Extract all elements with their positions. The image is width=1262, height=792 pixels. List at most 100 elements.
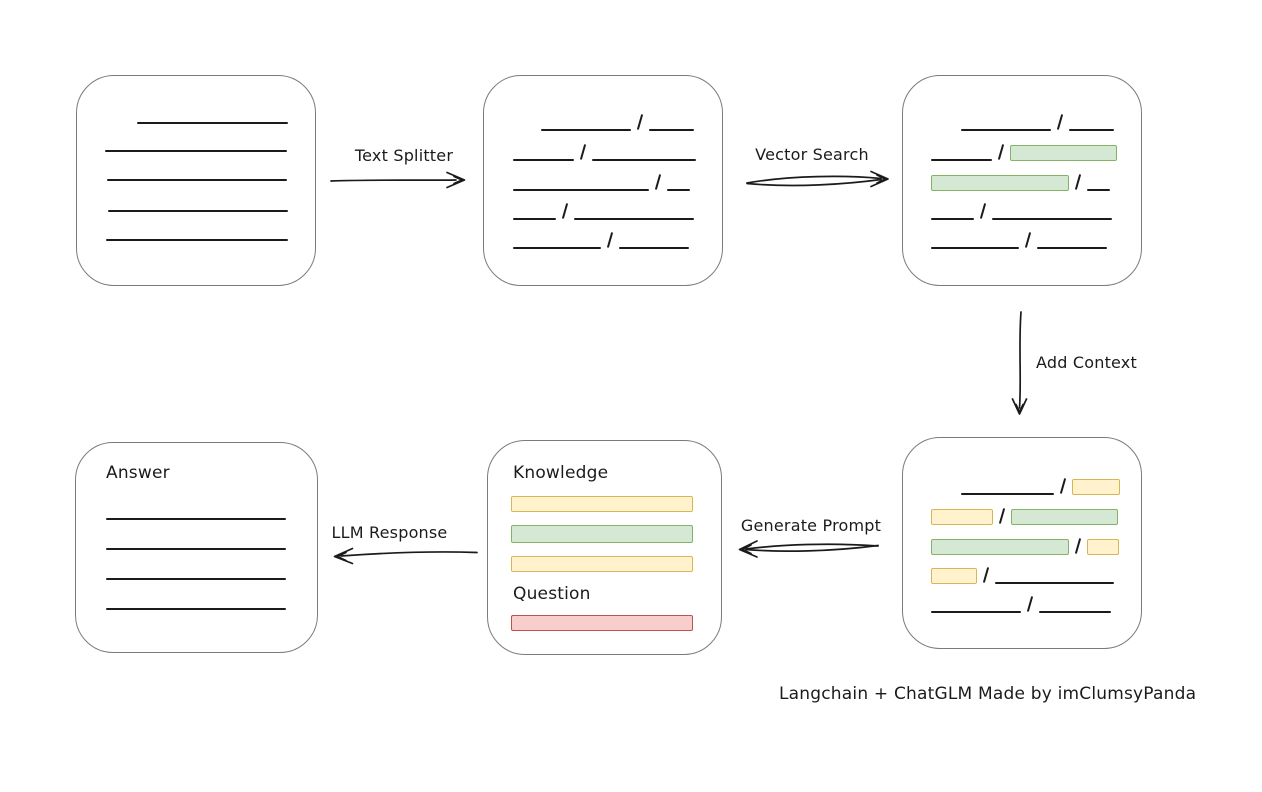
text-line	[105, 150, 287, 152]
segment-row	[961, 113, 1114, 131]
segment-row	[106, 502, 286, 520]
prompt-box: Knowledge Question	[487, 440, 722, 655]
split-text-box	[483, 75, 723, 286]
text-line	[995, 582, 1114, 584]
segment-row	[513, 231, 689, 249]
credit-caption: Langchain + ChatGLM Made by imClumsyPand…	[779, 684, 1197, 704]
text-line	[1069, 129, 1114, 131]
text-line	[931, 159, 992, 161]
slash-separator	[1056, 113, 1064, 131]
segment-row	[108, 194, 288, 212]
segment-row	[107, 163, 287, 181]
generate-prompt-label: Generate Prompt	[740, 516, 882, 535]
slash-separator	[636, 113, 644, 131]
text-line	[1037, 247, 1107, 249]
segment-row	[106, 223, 288, 241]
text-line	[513, 247, 601, 249]
text-line	[649, 129, 694, 131]
green-highlight-chip	[1010, 145, 1117, 161]
segment-row	[106, 562, 286, 580]
context-prompt-box	[902, 437, 1142, 649]
slash-separator	[998, 507, 1006, 525]
slash-separator	[1026, 595, 1034, 613]
segment-row	[106, 532, 286, 550]
text-line	[931, 218, 974, 220]
add-context-arrow	[1011, 311, 1028, 415]
text-line	[106, 578, 286, 580]
segment-row	[513, 202, 694, 220]
text-line	[106, 239, 288, 241]
text-line	[107, 179, 287, 181]
slash-separator	[561, 202, 569, 220]
segment-row	[105, 134, 287, 152]
segment-row	[513, 173, 690, 191]
source-document-box	[76, 75, 316, 286]
text-line	[961, 129, 1051, 131]
segment-row	[106, 592, 286, 610]
segment-row	[513, 143, 696, 161]
question-label: Question	[513, 584, 591, 604]
llm-response-arrow	[333, 547, 478, 565]
yellow-highlight-bar	[511, 556, 693, 572]
answer-label: Answer	[106, 463, 170, 483]
text-splitter-arrow	[330, 171, 466, 189]
green-highlight-chip	[1011, 509, 1118, 525]
yellow-highlight-chip	[931, 509, 993, 525]
segment-row	[931, 566, 1114, 584]
generate-prompt-arrow	[738, 540, 879, 558]
text-line	[574, 218, 694, 220]
slash-separator	[606, 231, 614, 249]
slash-separator	[1024, 231, 1032, 249]
green-highlight-bar	[511, 525, 693, 543]
text-line	[513, 218, 556, 220]
text-line	[137, 122, 288, 124]
segment-row	[931, 537, 1119, 555]
slash-separator	[997, 143, 1005, 161]
text-line	[108, 210, 288, 212]
text-line	[106, 608, 286, 610]
text-line	[513, 159, 574, 161]
llm-response-label: LLM Response	[331, 523, 448, 542]
slash-separator	[1059, 477, 1067, 495]
green-highlight-chip	[931, 539, 1069, 555]
slash-separator	[979, 202, 987, 220]
yellow-highlight-bar	[511, 496, 693, 512]
vector-search-arrow	[746, 170, 889, 188]
text-line	[1087, 189, 1110, 191]
segment-row	[541, 113, 694, 131]
slash-separator	[654, 173, 662, 191]
add-context-label: Add Context	[1036, 353, 1137, 372]
segment-row	[931, 143, 1117, 161]
segment-row	[931, 507, 1118, 525]
green-highlight-chip	[931, 175, 1069, 191]
text-line	[592, 159, 696, 161]
vector-matched-box	[902, 75, 1142, 286]
text-line	[931, 611, 1021, 613]
segment-row	[931, 595, 1111, 613]
text-line	[667, 189, 690, 191]
text-line	[1039, 611, 1111, 613]
text-line	[106, 548, 286, 550]
slash-separator	[579, 143, 587, 161]
text-splitter-label: Text Splitter	[354, 146, 454, 165]
yellow-highlight-chip	[1072, 479, 1120, 495]
text-line	[931, 247, 1019, 249]
yellow-highlight-chip	[931, 568, 977, 584]
red-highlight-bar	[511, 615, 693, 631]
text-line	[106, 518, 286, 520]
knowledge-label: Knowledge	[513, 463, 609, 483]
vector-search-label: Vector Search	[755, 145, 869, 164]
text-line	[961, 493, 1054, 495]
segment-row	[931, 231, 1107, 249]
text-line	[541, 129, 631, 131]
text-line	[992, 218, 1112, 220]
segment-row	[961, 477, 1120, 495]
slash-separator	[1074, 537, 1082, 555]
text-line	[513, 189, 649, 191]
answer-box: Answer	[75, 442, 318, 653]
slash-separator	[1074, 173, 1082, 191]
yellow-highlight-chip	[1087, 539, 1119, 555]
segment-row	[931, 202, 1112, 220]
segment-row	[931, 173, 1110, 191]
